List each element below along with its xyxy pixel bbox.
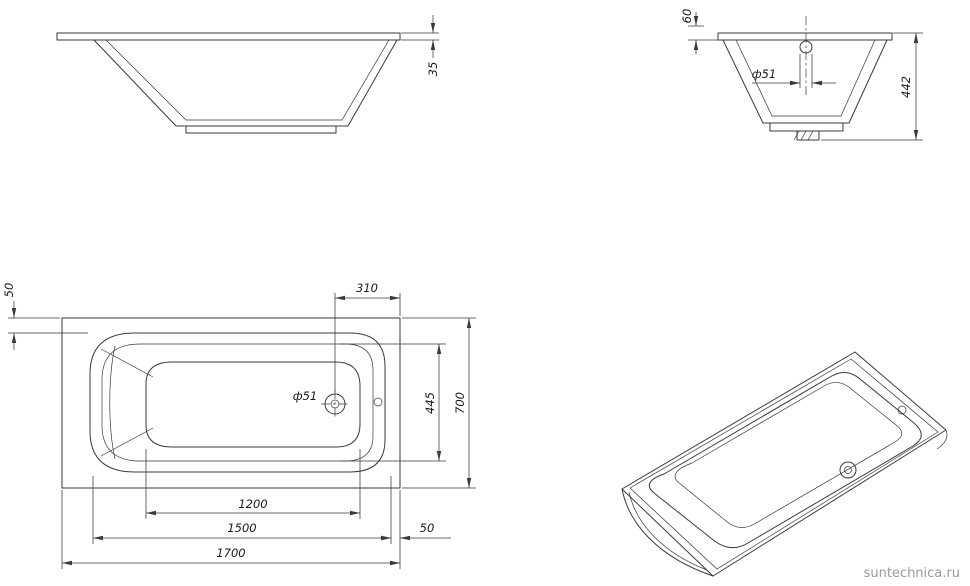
dim-edge-offset: 50 xyxy=(2,283,16,298)
plan-outer-rect xyxy=(61,317,401,489)
dim-rim-length: 1500 xyxy=(227,521,256,535)
dim-total-width: 700 xyxy=(453,392,467,414)
dim-end-gap: 50 xyxy=(420,521,435,535)
plan-700-ext xyxy=(402,317,476,489)
dim-drain-diameter-plan: ф51 xyxy=(293,389,317,403)
side-view: 35 xyxy=(56,15,440,134)
watermark-text: suntechnica.ru xyxy=(863,566,960,581)
plan-445-ext xyxy=(340,343,446,462)
dim-drain-diameter-end: ф51 xyxy=(752,67,776,81)
iso-right-lip xyxy=(936,429,948,450)
iso-skirt-inner xyxy=(628,491,708,571)
dim-total-height: 442 xyxy=(899,76,913,98)
end-bowl-outer xyxy=(722,39,888,124)
plan-headrest-slopes xyxy=(100,345,154,460)
iso-bowl-opening xyxy=(648,372,922,549)
dim-rim-height: 35 xyxy=(426,62,440,77)
plan-rim-contour xyxy=(89,332,386,473)
iso-drain-inner-circle xyxy=(844,466,852,474)
end-view: ф51 60 442 xyxy=(680,9,923,141)
iso-drain-circle xyxy=(839,461,857,479)
plan-1700-ext xyxy=(61,490,401,569)
plan-bowl-bottom xyxy=(145,361,361,448)
end-trap-hatching xyxy=(793,130,814,141)
plan-offset-ext xyxy=(8,317,88,334)
end-base xyxy=(769,122,844,132)
plan-310-ext xyxy=(334,293,401,392)
isometric-view xyxy=(621,351,948,577)
end-rim xyxy=(717,32,893,41)
dim-overflow-offset: 60 xyxy=(680,9,694,24)
plan-1500-ext xyxy=(92,476,392,544)
end-offset-ext xyxy=(688,25,720,41)
plan-1200-ext xyxy=(145,449,361,519)
plan-drain-centerlines xyxy=(321,390,349,418)
plan-inner-rim xyxy=(101,343,374,462)
iso-skirt xyxy=(621,488,714,577)
side-rim xyxy=(56,32,401,41)
iso-bowl-bottom xyxy=(674,382,903,528)
side-ext-lines xyxy=(401,32,439,41)
iso-overflow-circle xyxy=(897,405,907,415)
dim-total-length: 1700 xyxy=(216,546,245,560)
plan-view: ф51 50 310 445 700 1200 1 xyxy=(2,281,476,569)
end-bowl-inner xyxy=(735,39,876,117)
side-base xyxy=(185,125,337,134)
end-drain-trap xyxy=(796,130,820,141)
dim-bottom-length: 1200 xyxy=(238,497,267,511)
dim-inner-width: 445 xyxy=(423,392,437,414)
side-bowl-outer xyxy=(93,39,398,127)
iso-rim-inner xyxy=(629,358,939,570)
dim-drain-to-end: 310 xyxy=(356,281,378,295)
plan-overflow-circle xyxy=(373,397,383,407)
side-bowl-inner xyxy=(105,39,390,121)
